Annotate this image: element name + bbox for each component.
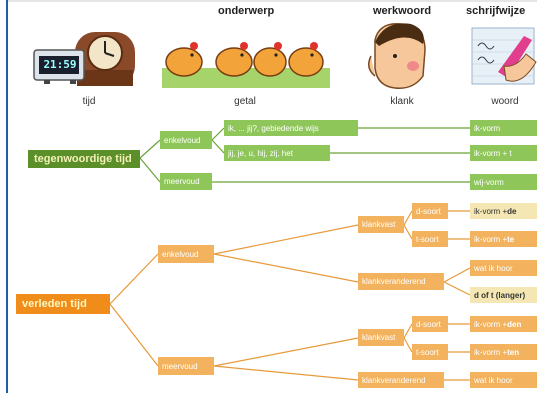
verleden-tijd-node: verleden tijd bbox=[16, 294, 110, 314]
vt-form-den-base: ik-vorm + bbox=[474, 319, 508, 329]
header-onderwerp: onderwerp bbox=[218, 5, 275, 17]
vt-form-te-ending: te bbox=[507, 234, 515, 244]
clock-illustration bbox=[33, 32, 135, 86]
tt-meervoud: meervoud bbox=[160, 173, 212, 190]
ear-boy-illustration bbox=[368, 23, 426, 89]
vt-form-ten-base: ik-vorm + bbox=[474, 347, 508, 357]
vt-form-te: ik-vorm + te bbox=[470, 231, 537, 247]
tt-enkelvoud: enkelvoud bbox=[160, 131, 212, 149]
tt-form-ikvorm: ik-vorm bbox=[470, 120, 537, 136]
tegenwoordige-tijd-node: tegenwoordige tijd bbox=[28, 150, 140, 168]
writing-hand-illustration bbox=[471, 27, 537, 85]
label-klank: klank bbox=[390, 96, 414, 107]
vt-enk-klankveranderend: klankveranderend bbox=[358, 273, 444, 290]
vt-mv-dsoort: d-soort bbox=[412, 316, 448, 332]
label-tijd: tijd bbox=[82, 96, 96, 107]
vt-enk-tsoort: t-soort bbox=[412, 231, 448, 247]
vt-meervoud: meervoud bbox=[158, 357, 214, 375]
vt-form-wat-ik-hoor-2: wat ik hoor bbox=[470, 372, 537, 388]
vt-mv-klankveranderend: klankveranderend bbox=[358, 372, 444, 388]
vt-form-de-base: ik-vorm + bbox=[474, 206, 508, 216]
vt-form-d-of-t: d of t (langer) bbox=[470, 287, 537, 303]
header-schrijfwijze: schrijfwijze bbox=[466, 5, 526, 17]
vt-form-de: ik-vorm + de bbox=[470, 203, 537, 219]
top-border bbox=[6, 0, 537, 2]
vt-enk-klankvast: klankvast bbox=[358, 216, 404, 233]
tt-form-wijvorm: wij-vorm bbox=[470, 174, 537, 190]
chickens-illustration bbox=[162, 42, 330, 88]
label-woord: woord bbox=[491, 96, 519, 107]
vt-mv-klankvast: klankvast bbox=[358, 329, 404, 346]
vt-form-te-base: ik-vorm + bbox=[474, 234, 508, 244]
vt-mv-tsoort: t-soort bbox=[412, 344, 448, 360]
tt-pronouns-2: jij, je, u, hij, zij, het bbox=[224, 145, 330, 161]
vt-form-ten-ending: ten bbox=[507, 347, 520, 357]
tt-pronouns-1: ik, ... jij?, gebiedende wijs bbox=[224, 120, 358, 136]
vt-form-de-ending: de bbox=[507, 206, 517, 216]
vt-enk-dsoort: d-soort bbox=[412, 203, 448, 219]
left-border bbox=[6, 0, 8, 393]
header-werkwoord: werkwoord bbox=[373, 5, 432, 17]
tt-form-ikvorm-t: ik-vorm + t bbox=[470, 145, 537, 161]
vt-form-den-ending: den bbox=[507, 319, 522, 329]
vt-form-ten: ik-vorm + ten bbox=[470, 344, 537, 360]
vt-form-den: ik-vorm + den bbox=[470, 316, 537, 332]
vt-form-wat-ik-hoor: wat ik hoor bbox=[470, 260, 537, 276]
vt-enkelvoud: enkelvoud bbox=[158, 245, 214, 263]
clock-display: 21:59 bbox=[43, 58, 77, 71]
label-getal: getal bbox=[234, 96, 256, 107]
